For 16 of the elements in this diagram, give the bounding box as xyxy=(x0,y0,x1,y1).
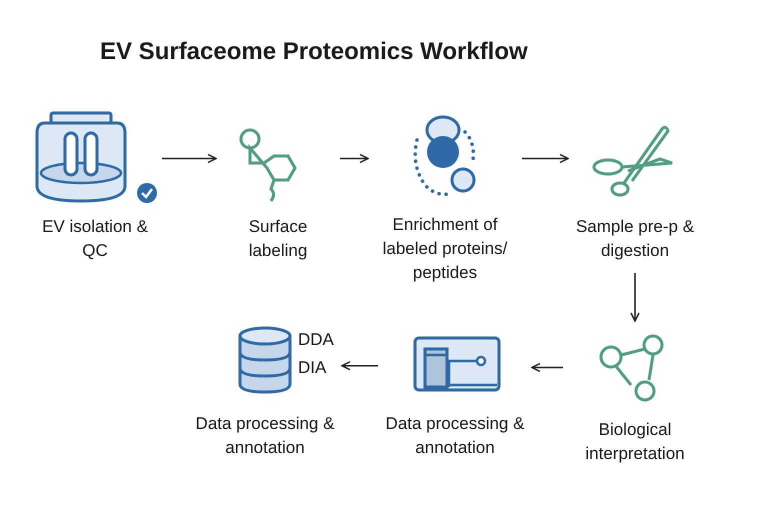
arrow xyxy=(341,361,378,370)
title: EV Surfaceome Proteomics Workflow xyxy=(100,37,528,67)
arrow xyxy=(162,154,217,164)
step-label: Biological interpretation xyxy=(584,419,686,465)
step-label: Data processing & annotation xyxy=(384,413,526,459)
mode-label: DDA xyxy=(298,329,334,351)
step-label: Sample pre-p & digestion xyxy=(574,216,696,262)
arrow xyxy=(630,273,640,322)
step-label: Enrichment of labeled proteins/ peptides xyxy=(382,214,508,284)
arrow xyxy=(522,154,569,164)
arrow xyxy=(340,154,369,164)
step-label: Data processing & annotation xyxy=(194,413,336,459)
arrow xyxy=(531,362,563,372)
step-label: Surface labeling xyxy=(248,216,308,262)
step-label: EV isolation & QC xyxy=(41,216,149,262)
mode-label: DIA xyxy=(298,357,328,379)
